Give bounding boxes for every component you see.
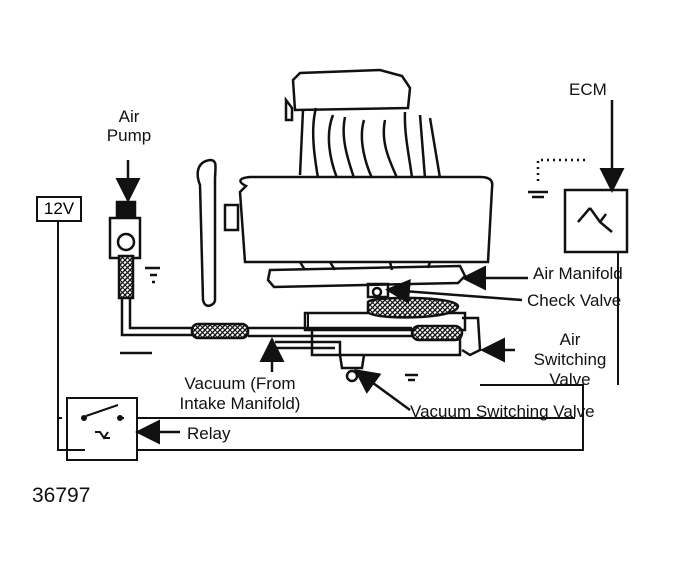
vacuum-label-line1: Vacuum (From	[184, 374, 296, 393]
engine-assembly	[196, 68, 494, 383]
ecm-module	[528, 158, 629, 254]
air-switching-label-line3: Valve	[549, 370, 591, 389]
air-pump-label-line1: Air	[118, 107, 140, 126]
figure-number: 36797	[32, 484, 91, 507]
vacuum-line	[120, 340, 418, 382]
relay-label: Relay	[187, 424, 231, 443]
air-switching-valve-body	[366, 296, 482, 357]
air-switching-label-line1: Air	[559, 330, 581, 349]
air-manifold-label: Air Manifold	[533, 264, 623, 283]
relay-circuit	[57, 222, 619, 461]
air-switching-label-line2: Switching	[533, 350, 607, 369]
check-valve-label: Check Valve	[527, 291, 622, 310]
air-hose	[117, 254, 412, 340]
air-pump-label-line2: Pump	[106, 126, 152, 145]
air-pump-icon	[108, 200, 160, 284]
voltage-box: 12V	[36, 196, 82, 222]
ecm-label: ECM	[569, 80, 607, 99]
vacuum-label-line2: Intake Manifold)	[179, 394, 301, 413]
vacuum-switching-valve-label: Vacuum Switching Valve	[410, 402, 595, 421]
leader-arrows	[115, 100, 625, 445]
